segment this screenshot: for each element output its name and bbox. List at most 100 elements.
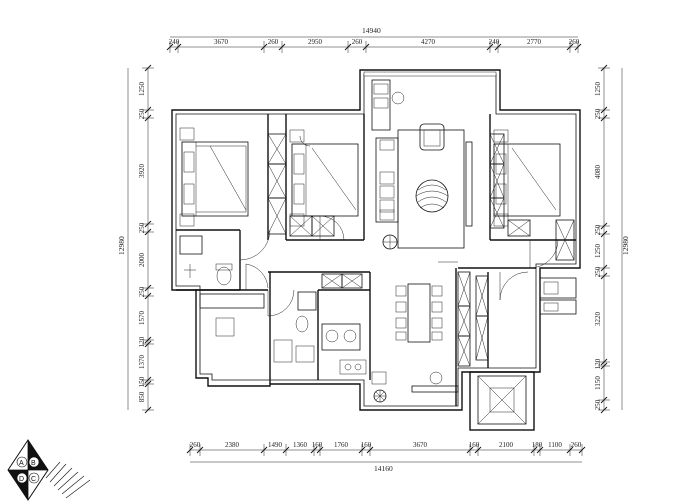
- wardrobe-cell: [341, 273, 363, 289]
- wardrobe-cross: [457, 271, 471, 307]
- top-dimension-segment-label: 4270: [421, 38, 436, 46]
- bottom-dimension-segment-label: 1360: [293, 441, 308, 449]
- wardrobe-cross: [341, 273, 363, 289]
- wardrobe-cross: [311, 215, 335, 237]
- bottom-dimension-segment-label: 180: [532, 441, 543, 449]
- logo-letter-c: C: [31, 476, 36, 483]
- top-dimension-segment-label: 3670: [214, 38, 229, 46]
- left-dimension-segment-label: 3920: [138, 164, 146, 179]
- top-dimension-chain: 14940 240 3670 260 2950 260 4270 240 2770 260: [166, 26, 582, 53]
- right-dimension-segment-label: 4080: [594, 165, 602, 180]
- bottom-dimension-segment-label: 3670: [413, 441, 428, 449]
- right-dimension-segment-label: 1250: [594, 244, 602, 259]
- left-dimension-chain: 12980 1250 250 3920 250 2000 250 1570 120 1370 15…: [117, 64, 154, 414]
- wardrobe-cross: [475, 315, 489, 361]
- top-dimension-segment-label: 260: [268, 38, 279, 46]
- bottom-dimension-segment-label: 1100: [548, 441, 562, 449]
- wardrobe-cross: [267, 133, 287, 165]
- bottom-dimension-segment-label: 2100: [499, 441, 514, 449]
- wardrobe-cell: [507, 219, 531, 237]
- right-dimension-chain: 12980 1250 250 4080 250 1250 250 3220 120 1150 25…: [594, 64, 630, 414]
- wardrobe-cell: [489, 197, 505, 229]
- coffee-table: [415, 179, 449, 213]
- kitchen-counter: [321, 323, 367, 375]
- wardrobe-cell: [267, 197, 287, 235]
- left-dimension-segment-label: 2000: [138, 253, 146, 268]
- bottom-dimension-segment-label: 160: [312, 441, 323, 449]
- left-dimension-segment-label: 1370: [138, 355, 146, 370]
- entry-area: [371, 371, 459, 403]
- balcony-rail-top: [363, 71, 497, 77]
- bottom-dimension-segment-label: 1490: [268, 441, 283, 449]
- left-dimension-segment-label: 1250: [138, 82, 146, 97]
- study-room: [199, 293, 265, 337]
- wardrobes: [267, 133, 575, 367]
- left-total-dimension: 12980: [117, 236, 126, 255]
- left-dimension-segment-label: 120: [138, 336, 146, 347]
- bathroom-center: [273, 291, 317, 363]
- left-dimension-segment-label: 250: [138, 222, 146, 233]
- logo-letter-b: B: [31, 460, 36, 467]
- bottom-dimension-chain: 14160 260 2380 1490 1360 160 1760 160 3670 160 21…: [186, 441, 586, 473]
- left-dimension-segment-label: 150: [138, 376, 146, 387]
- left-dimension-segment-label: 1570: [138, 311, 146, 326]
- left-dimension-segment-label: 250: [138, 108, 146, 119]
- bottom-dimension-segment-label: 260: [571, 441, 582, 449]
- right-total-dimension: 12980: [621, 236, 630, 255]
- bed-middle: [289, 129, 359, 227]
- wardrobe-cross: [321, 273, 343, 289]
- living-room-rug: [397, 129, 465, 249]
- top-dimension-segment-label: 240: [169, 38, 180, 46]
- bed-right: [493, 129, 561, 227]
- right-dimension-segment-label: 250: [594, 224, 602, 235]
- bottom-total-dimension: 14160: [374, 464, 393, 473]
- wardrobe-cross: [267, 197, 287, 235]
- top-dimension-segment-label: 240: [489, 38, 500, 46]
- wardrobe-cell: [457, 335, 471, 367]
- logo-letter-d: D: [19, 476, 24, 483]
- side-table: [382, 234, 398, 250]
- top-total-dimension: 14940: [362, 26, 381, 35]
- wardrobe-cell: [555, 219, 575, 261]
- bathroom-left: [179, 235, 233, 286]
- bottom-dimension-segment-label: 160: [469, 441, 480, 449]
- bottom-dimension-segment-label: 1760: [334, 441, 349, 449]
- top-dimension-segment-label: 2770: [527, 38, 542, 46]
- tv-cabinet: [465, 141, 473, 227]
- top-dimension-segment-label: 2950: [308, 38, 323, 46]
- right-dimension-segment-label: 250: [594, 399, 602, 410]
- sofa: [375, 137, 399, 223]
- right-dimension-segment-label: 1150: [594, 376, 602, 390]
- balcony-fixtures: [371, 79, 405, 131]
- right-dimension-segment-label: 250: [594, 108, 602, 119]
- wardrobe-cross: [507, 219, 531, 237]
- laundry-fixtures: [539, 277, 577, 315]
- armchair: [419, 123, 445, 151]
- top-dimension-segment-label: 260: [352, 38, 363, 46]
- bed-left: [179, 127, 249, 227]
- right-dimension-segment-label: 250: [594, 266, 602, 277]
- wardrobe-cross: [489, 197, 505, 229]
- right-dimension-segment-label: 120: [594, 358, 602, 369]
- abcd-logo: A B C D: [7, 439, 91, 501]
- exterior-walls: [171, 69, 581, 431]
- left-dimension-segment-label: 850: [138, 391, 146, 402]
- wardrobe-cross: [489, 163, 505, 199]
- bottom-dimension-segment-label: 2380: [225, 441, 240, 449]
- wardrobe-cell: [475, 315, 489, 361]
- door-swings: [239, 135, 559, 317]
- wardrobe-cross: [457, 305, 471, 337]
- bottom-dimension-segment-label: 160: [361, 441, 372, 449]
- wardrobe-cross: [489, 133, 505, 165]
- bottom-dimension-segment-label: 260: [190, 441, 201, 449]
- wardrobe-cross: [475, 275, 489, 317]
- wardrobe-cross: [457, 335, 471, 367]
- right-dimension-segment-label: 1250: [594, 82, 602, 97]
- wardrobe-cross: [267, 163, 287, 199]
- logo-letter-a: A: [19, 460, 24, 467]
- top-dimension-segment-label: 260: [569, 38, 580, 46]
- wardrobe-cross: [555, 219, 575, 261]
- right-dimension-segment-label: 3220: [594, 312, 602, 327]
- left-dimension-segment-label: 250: [138, 286, 146, 297]
